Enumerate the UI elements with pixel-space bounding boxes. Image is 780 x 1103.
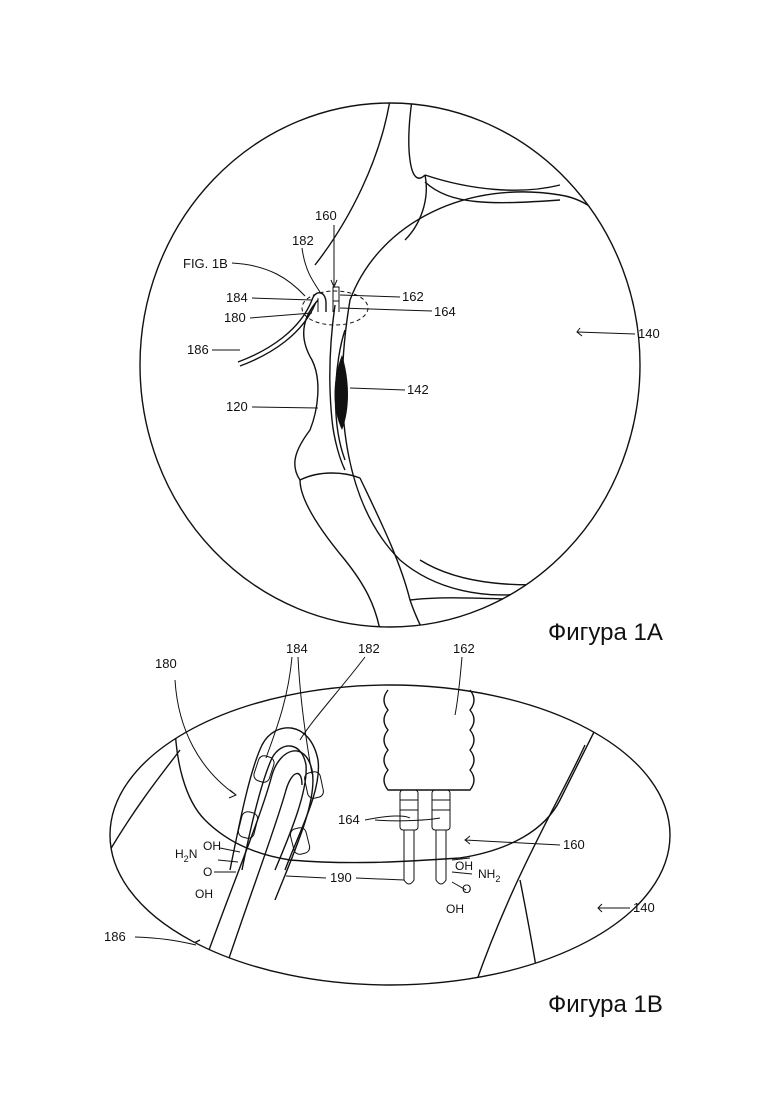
caption-figure-1a: Фигура 1А: [548, 619, 663, 646]
label-fig-1b-ref: FIG. 1B: [183, 256, 228, 271]
chem-oh-right-bot: OH: [446, 902, 464, 916]
label-120: 120: [226, 399, 248, 414]
label-b-190: 190: [330, 870, 352, 885]
chem-oh-right-top: OH: [455, 859, 473, 873]
figure-1b: 180 184 182 162 164 160 190 140 186 OH H…: [104, 641, 670, 1018]
eyeball-outline: [342, 192, 659, 595]
label-b-140: 140: [633, 900, 655, 915]
label-140: 140: [638, 326, 660, 341]
tube-186: [238, 300, 312, 362]
label-162: 162: [402, 289, 424, 304]
chem-oh-left-top: OH: [203, 839, 221, 853]
label-180: 180: [224, 310, 246, 325]
loop-180: [230, 728, 318, 870]
label-164: 164: [434, 304, 456, 319]
label-186: 186: [187, 342, 209, 357]
anchor-162: [384, 690, 474, 790]
label-b-186: 186: [104, 929, 126, 944]
label-b-160: 160: [563, 837, 585, 852]
label-b-180: 180: [155, 656, 177, 671]
label-b-162: 162: [453, 641, 475, 656]
caption-figure-1b: Фигура 1В: [548, 991, 663, 1018]
chem-nh2: NH2: [478, 867, 500, 884]
label-184: 184: [226, 290, 248, 305]
label-142: 142: [407, 382, 429, 397]
label-b-182: 182: [358, 641, 380, 656]
label-182: 182: [292, 233, 314, 248]
chem-o-left: O: [203, 865, 212, 879]
eyelid-tissue-120: [295, 300, 318, 480]
fig1b-oval: [110, 685, 670, 985]
label-b-184: 184: [286, 641, 308, 656]
fig1a-anatomy: [295, 100, 660, 635]
label-b-164: 164: [338, 812, 360, 827]
large-tube-186: [200, 751, 313, 975]
figure-1a: 160 182 FIG. 1B 184 180 162 164 186 140 …: [140, 100, 663, 646]
label-160: 160: [315, 208, 337, 223]
chem-h2n-h: H2N: [175, 847, 197, 864]
pins-164: [400, 790, 450, 884]
chem-o-right: O: [462, 882, 471, 896]
chem-oh-left-bot: OH: [195, 887, 213, 901]
